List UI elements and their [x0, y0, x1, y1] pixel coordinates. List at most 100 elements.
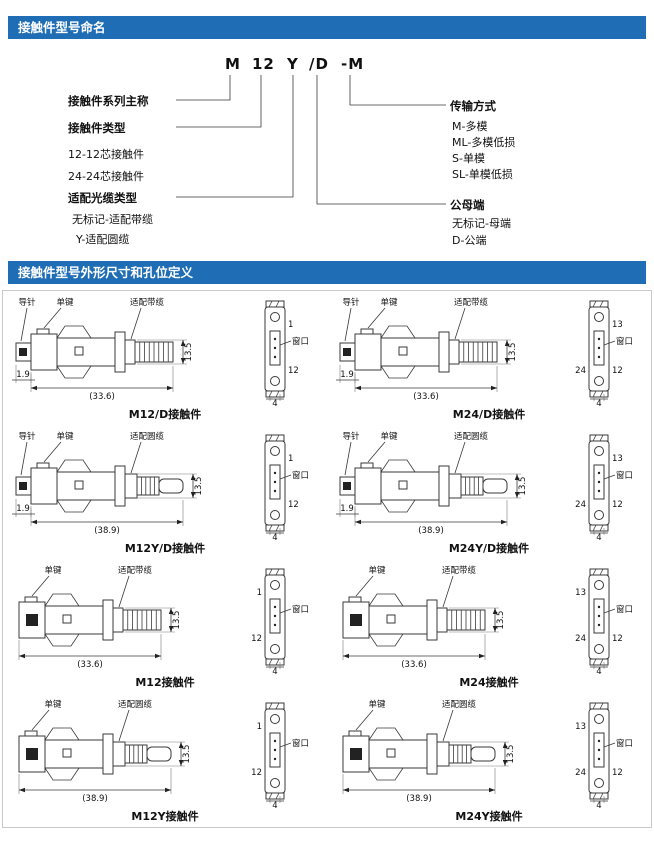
front-view-drawing: 窗口 1 12 4 [251, 568, 309, 675]
naming-left-item: 无标记-适配带缆 [72, 213, 153, 226]
connector-caption: M12/D接触件 [128, 408, 202, 421]
key-label: 单键 [380, 297, 398, 308]
cable-label: 适配带缆 [130, 297, 165, 308]
side-view-drawing: 导针单键适配带缆13.5(33.6)1.9 [12, 297, 194, 402]
front-dim: 1.9 [16, 504, 30, 514]
connector-caption: M24接触件 [459, 676, 519, 689]
front-pin-number: 4 [272, 667, 277, 675]
connector-caption: M24Y/D接触件 [448, 542, 530, 555]
cable-label: 适配带缆 [454, 297, 489, 308]
connector-caption: M12Y/D接触件 [124, 542, 206, 555]
front-view-drawing: 窗口 1 12 4 [264, 434, 309, 541]
window-label: 窗口 [292, 336, 309, 347]
front-dim: 1.9 [16, 370, 30, 380]
window-label: 窗口 [292, 738, 309, 749]
front-pin-number: 1 [257, 588, 262, 598]
front-pin-number: 4 [272, 399, 277, 407]
side-view-drawing: 单键 适配圆缆 13.5 (38.9) [342, 699, 516, 804]
height-dim: 13.5 [496, 611, 506, 630]
naming-right-item: SL-单模低损 [452, 168, 513, 181]
side-view-drawing: 单键适配圆缆13.5(38.9) [18, 699, 192, 804]
section-header-dimensions: 接触件型号外形尺寸和孔位定义 [8, 261, 646, 284]
front-pin-number: 4 [596, 399, 601, 407]
naming-left-item: 12-12芯接触件 [68, 148, 144, 161]
length-dim: (38.9) [406, 794, 432, 804]
front-pin-number: 12 [612, 366, 623, 376]
front-pin-number: 4 [596, 533, 601, 541]
cable-label: 适配圆缆 [130, 431, 165, 442]
height-dim: 13.5 [194, 477, 204, 496]
front-view-drawing: 窗口 1 12 4 [264, 300, 309, 407]
naming-right-item: M-多模 [452, 120, 488, 133]
length-dim: (38.9) [94, 526, 120, 536]
front-pin-number: 13 [612, 454, 623, 464]
front-pin-number: 12 [288, 500, 299, 510]
pin-label: 导针 [342, 297, 360, 308]
length-dim: (33.6) [401, 660, 427, 670]
height-dim: 13.5 [172, 611, 182, 630]
naming-code-part: Y [287, 55, 299, 73]
window-label: 窗口 [616, 336, 633, 347]
key-label: 单键 [56, 297, 74, 308]
length-dim: (38.9) [82, 794, 108, 804]
front-dim: 1.9 [340, 370, 354, 380]
pin-label: 导针 [18, 431, 36, 442]
window-label: 窗口 [292, 470, 309, 481]
window-label: 窗口 [616, 738, 633, 749]
front-pin-number: 1 [257, 722, 262, 732]
key-label: 单键 [44, 565, 62, 576]
naming-left-title-type: 接触件类型 [68, 121, 126, 135]
length-dim: (33.6) [89, 392, 115, 402]
cable-label: 适配圆缆 [442, 699, 477, 710]
window-label: 窗口 [292, 604, 309, 615]
side-view-drawing: 导针 单键 适配圆缆 13.5 (38.9) 1.9 [12, 431, 204, 536]
connector-caption: M24/D接触件 [452, 408, 526, 421]
pin-label: 导针 [18, 297, 36, 308]
height-dim: 13.5 [506, 745, 516, 764]
length-dim: (33.6) [413, 392, 439, 402]
front-pin-number: 4 [272, 801, 277, 809]
pin-label: 导针 [342, 431, 360, 442]
front-pin-number: 12 [288, 366, 299, 376]
front-pin-number: 24 [575, 768, 586, 778]
front-pin-number: 13 [612, 320, 623, 330]
front-pin-number: 12 [612, 634, 623, 644]
naming-left-title-series: 接触件系列主称 [68, 94, 149, 108]
side-view-drawing: 导针单键适配圆缆13.5(38.9)1.9 [336, 431, 528, 536]
window-label: 窗口 [616, 470, 633, 481]
front-view-drawing: 窗口 1 12 4 [251, 702, 309, 809]
front-pin-number: 12 [612, 768, 623, 778]
front-pin-number: 1 [288, 454, 293, 464]
side-view-drawing: 单键适配带缆13.5(33.6) [18, 565, 182, 670]
front-pin-number: 12 [251, 768, 262, 778]
front-pin-number: 12 [251, 634, 262, 644]
front-pin-number: 4 [272, 533, 277, 541]
front-pin-number: 12 [612, 500, 623, 510]
front-pin-number: 4 [596, 667, 601, 675]
height-dim: 13.5 [518, 477, 528, 496]
key-label: 单键 [368, 699, 386, 710]
connector-caption: M12接触件 [135, 676, 195, 689]
front-pin-number: 24 [575, 366, 586, 376]
front-pin-number: 13 [575, 588, 586, 598]
naming-right-item: ML-多模低损 [452, 136, 516, 149]
naming-left-item: 24-24芯接触件 [68, 170, 144, 183]
key-label: 单键 [56, 431, 74, 442]
front-pin-number: 1 [288, 320, 293, 330]
front-view-drawing: 窗口 13 24 12 4 [575, 300, 633, 407]
cable-label: 适配带缆 [118, 565, 153, 576]
length-dim: (38.9) [418, 526, 444, 536]
front-pin-number: 24 [575, 634, 586, 644]
side-view-drawing: 单键适配带缆13.5(33.6) [342, 565, 506, 670]
